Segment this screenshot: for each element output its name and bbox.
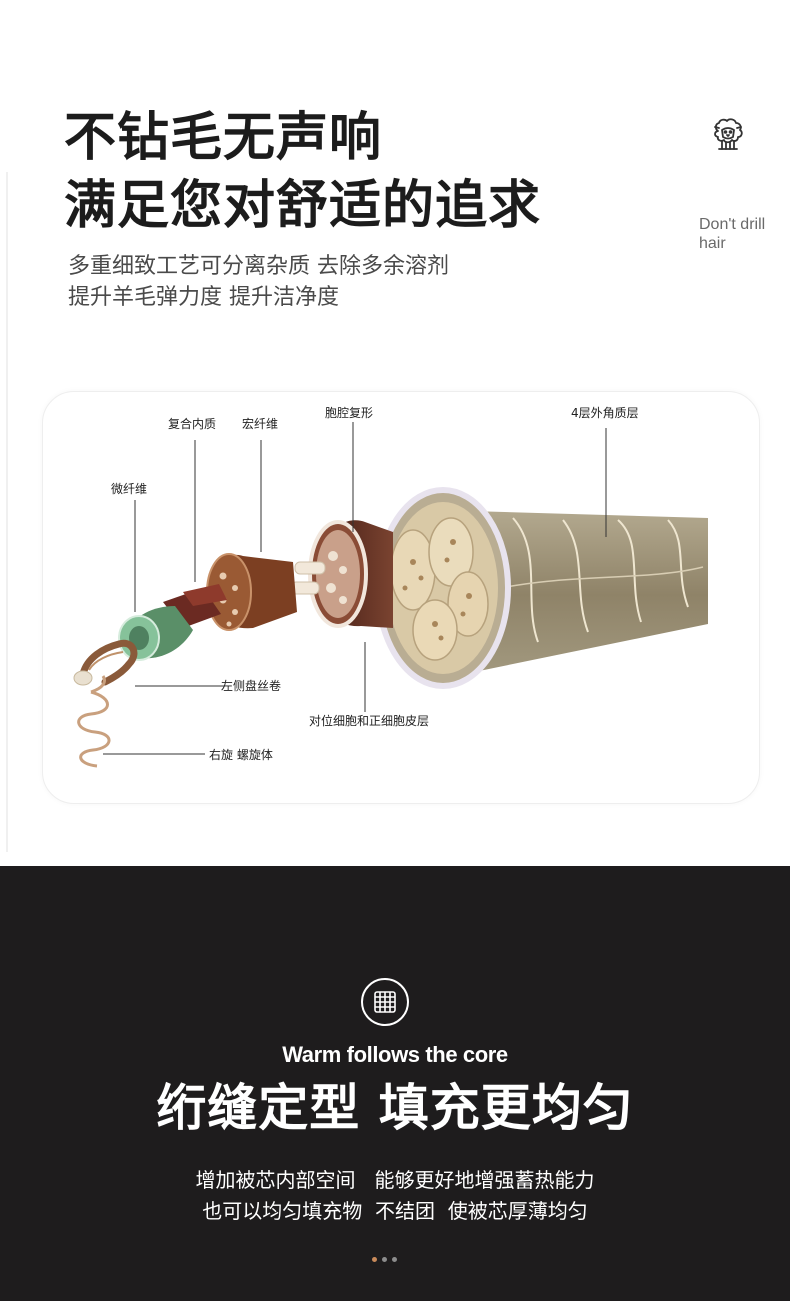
pagination-dot — [392, 1257, 397, 1262]
edge-divider — [6, 172, 8, 852]
dont-drill-note: Don't drill hair — [699, 215, 765, 253]
label-right-helix: 右旋 螺旋体 — [209, 748, 273, 762]
pagination-dot — [382, 1257, 387, 1262]
left-coil — [79, 639, 138, 686]
sheep-icon — [709, 116, 747, 154]
feature-sub-line1: 增加被芯内部空间 能够更好地增强蓄热能力 — [195, 1168, 595, 1192]
feature-en-heading: Warm follows the core — [282, 1042, 508, 1067]
pagination-dots — [372, 1257, 402, 1263]
hero-title-line2: 满足您对舒适的追求 — [64, 176, 542, 236]
right-helix — [77, 690, 111, 768]
label-cell-cavity: 胞腔复形 — [325, 406, 374, 420]
feature-sub-line2: 也可以均匀填充物 不结团 使被芯厚薄均匀 — [202, 1199, 588, 1223]
feature-heading: 绗缝定型 填充更均匀 — [156, 1079, 634, 1137]
leader-lines — [103, 422, 607, 755]
wool-fiber-diagram: 复合内质 宏纤维 胞腔复形 4层外角质层 微纤维 左侧盘丝卷 对位细胞和正细胞皮… — [42, 391, 760, 804]
pagination-dot-active — [372, 1257, 377, 1262]
label-cuticle: 4层外角质层 — [571, 406, 639, 420]
dont-drill-line1: Don't drill — [699, 216, 766, 233]
hero-title-line1: 不钻毛无声响 — [64, 108, 383, 168]
label-cortex: 对位细胞和正细胞皮层 — [309, 714, 430, 728]
label-macro-fiber: 宏纤维 — [242, 417, 279, 431]
label-micro-fiber: 微纤维 — [111, 482, 148, 496]
label-composite: 复合内质 — [168, 417, 217, 431]
hero-desc-line1: 多重细致工艺可分离杂质 去除多余溶剂 — [68, 254, 449, 279]
hero-section: 不钻毛无声响 满足您对舒适的追求 多重细致工艺可分离杂质 去除多余溶剂 提升羊毛… — [6, 108, 766, 852]
cortex-cells — [390, 517, 489, 661]
dont-drill-line2: hair — [699, 235, 726, 252]
fiber-illustration — [73, 422, 708, 768]
label-left-coil: 左侧盘丝卷 — [221, 679, 282, 693]
hero-desc-line2: 提升羊毛弹力度 提升洁净度 — [68, 285, 339, 310]
feature-section: Warm follows the core 绗缝定型 填充更均匀 增加被芯内部空… — [0, 866, 790, 1301]
grid-icon — [361, 978, 409, 1026]
